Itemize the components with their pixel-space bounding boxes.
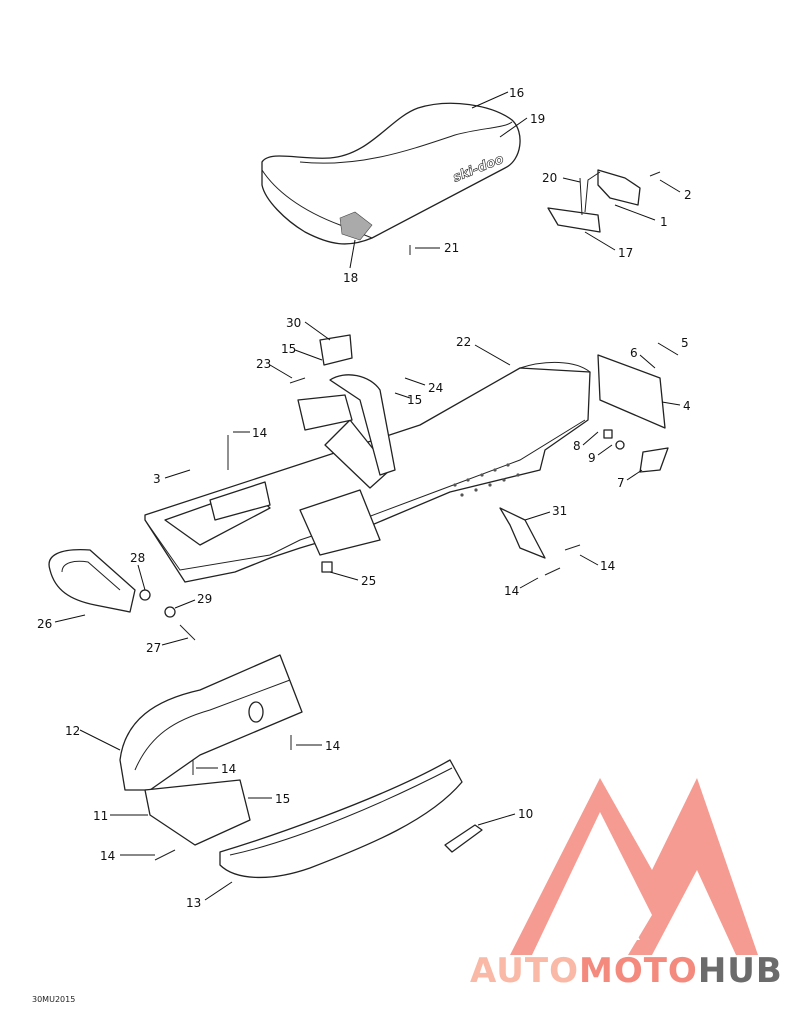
- callout-25: 25: [361, 574, 376, 588]
- callout-1: 1: [660, 215, 668, 229]
- watermark-hub: HUB: [698, 951, 783, 991]
- front-bumper: [48, 549, 196, 641]
- callout-27: 27: [146, 641, 161, 655]
- seat-patch-18: [339, 211, 373, 241]
- callout-14-deflector: 14: [221, 762, 236, 776]
- callout-5: 5: [681, 336, 689, 350]
- figure-code: 30MU2015: [32, 995, 75, 1004]
- callout-24: 24: [428, 381, 443, 395]
- watermark-auto: AUTO: [470, 951, 579, 991]
- callout-19: 19: [530, 112, 545, 126]
- watermark-moto: MOTO: [579, 951, 698, 991]
- frame: [144, 334, 591, 583]
- callout-28: 28: [130, 551, 145, 565]
- callout-21: 21: [444, 241, 459, 255]
- callout-31: 31: [552, 504, 567, 518]
- callout-2: 2: [684, 188, 692, 202]
- callout-22: 22: [456, 335, 471, 349]
- callout-15-top: 15: [281, 342, 296, 356]
- callout-29: 29: [197, 592, 212, 606]
- callout-14-frame: 14: [252, 426, 267, 440]
- callout-8: 8: [573, 439, 581, 453]
- callout-20: 20: [542, 171, 557, 185]
- callout-26: 26: [37, 617, 52, 631]
- callout-30: 30: [286, 316, 301, 330]
- lower-deflector: [144, 779, 251, 846]
- callout-4: 4: [683, 399, 691, 413]
- seat: ski-doo: [261, 102, 521, 245]
- front-belly-pan: [119, 654, 303, 791]
- frame-bumper-pad: [321, 561, 333, 573]
- snow-flap: [597, 354, 669, 473]
- callout-labels: 16 19 20 2 1 17 21 18 30 22 15 23 24 15 …: [37, 86, 692, 910]
- seat-bracket: [409, 169, 661, 255]
- callout-14-bottom-left: 14: [100, 849, 115, 863]
- side-skirt: [219, 759, 483, 879]
- callout-9: 9: [588, 451, 596, 465]
- callout-13: 13: [186, 896, 201, 910]
- callout-14-lower-right: 14: [504, 584, 519, 598]
- callout-15-bottom: 15: [275, 792, 290, 806]
- callout-18: 18: [343, 271, 358, 285]
- callout-16: 16: [509, 86, 524, 100]
- callout-12: 12: [65, 724, 80, 738]
- leader-lines: [54, 91, 681, 901]
- callout-14-pan: 14: [325, 739, 340, 753]
- callout-7: 7: [617, 476, 625, 490]
- callout-15-mid: 15: [407, 393, 422, 407]
- callout-14-right: 14: [600, 559, 615, 573]
- callout-17: 17: [618, 246, 633, 260]
- callout-6: 6: [630, 346, 638, 360]
- callout-11: 11: [93, 809, 108, 823]
- callout-3: 3: [153, 472, 161, 486]
- bracket-31: [499, 507, 546, 559]
- watermark-text: AUTOMOTOHUB: [470, 951, 783, 991]
- callout-23: 23: [256, 357, 271, 371]
- callout-10: 10: [518, 807, 533, 821]
- watermark-logo: [510, 778, 758, 955]
- fasteners: [154, 377, 581, 861]
